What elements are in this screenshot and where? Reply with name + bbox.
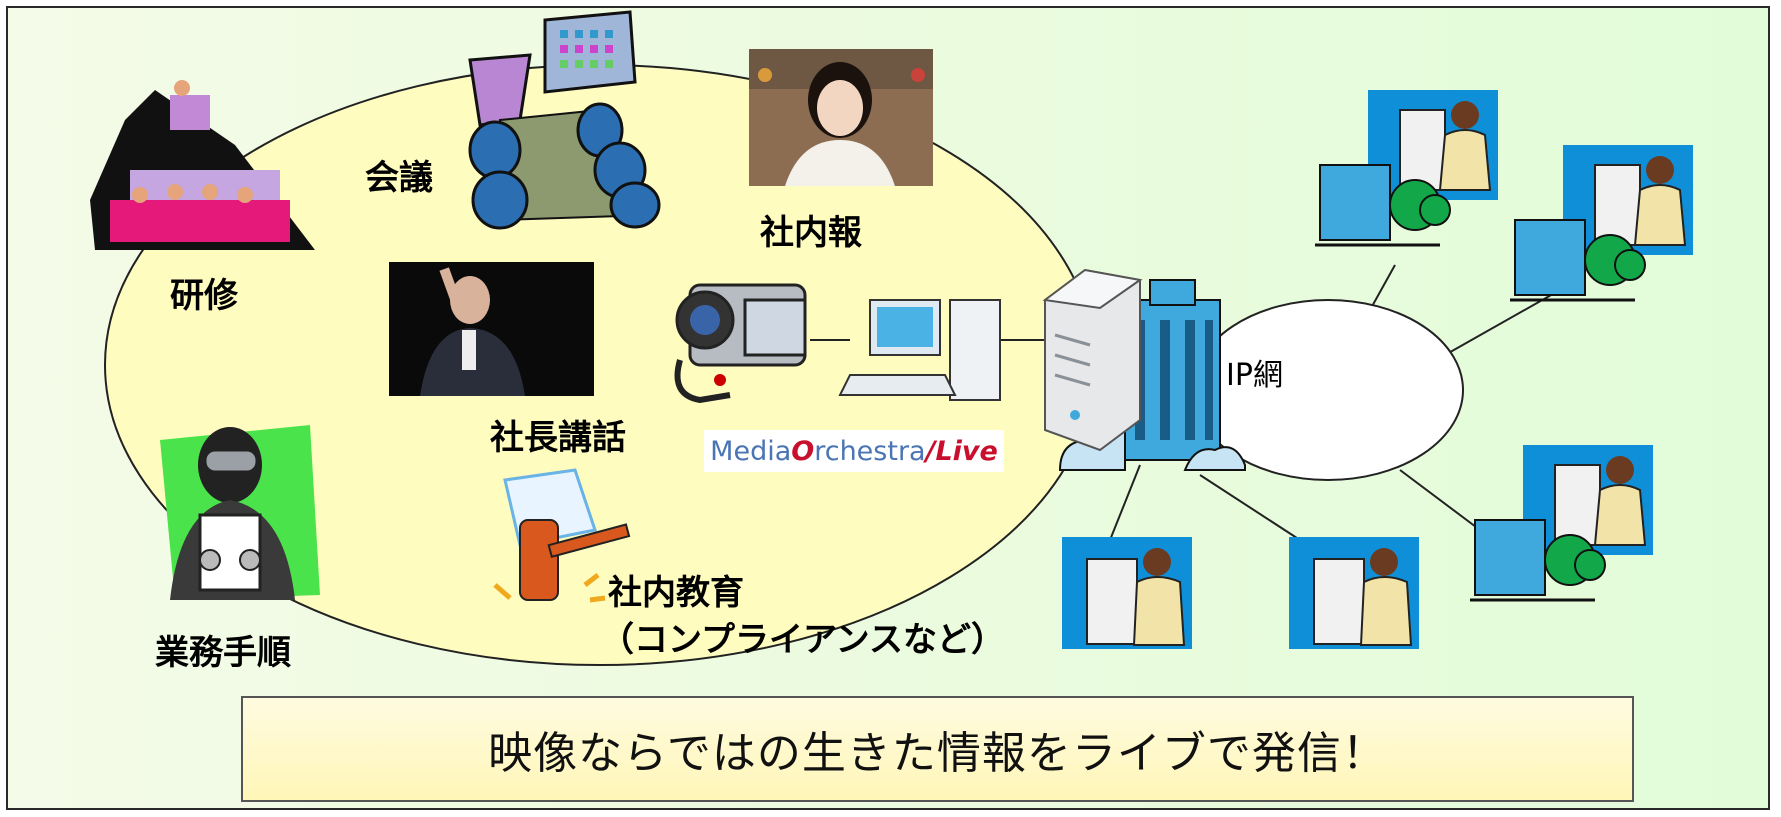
logo-part-rchestra: rchestra (814, 435, 926, 467)
logo-part-media: Media (710, 435, 792, 467)
label-procedures: 業務手順 (155, 633, 291, 673)
remote-office-icon (1510, 145, 1693, 302)
server-building-icon (1042, 268, 1246, 471)
label-training: 研修 (170, 276, 238, 316)
label-education-sub: （コンプライアンスなど） (600, 620, 1005, 660)
label-meeting: 会議 (365, 158, 433, 198)
label-newsletter: 社内報 (760, 213, 862, 253)
message-banner: 映像ならではの生きた情報をライブで発信！ (241, 696, 1634, 802)
logo-part-live: /Live (925, 435, 998, 467)
pc-icon (838, 299, 1001, 401)
meeting-icon (468, 10, 661, 230)
label-education: 社内教育 (608, 573, 744, 613)
education-icon (493, 468, 631, 603)
office-worker-icon (1062, 537, 1192, 649)
label-president-talk: 社長講話 (490, 418, 626, 458)
remote-office-icon (1470, 445, 1653, 602)
training-icon (90, 80, 315, 250)
logo-part-o: O (791, 435, 815, 467)
ip-network-label: IP網 (1226, 358, 1283, 393)
procedures-icon (160, 425, 320, 600)
president-talk-photo (389, 262, 594, 396)
newsletter-photo (749, 49, 933, 186)
office-worker-icon (1289, 537, 1419, 649)
camcorder-icon (674, 283, 807, 404)
remote-office-icon (1315, 90, 1498, 247)
